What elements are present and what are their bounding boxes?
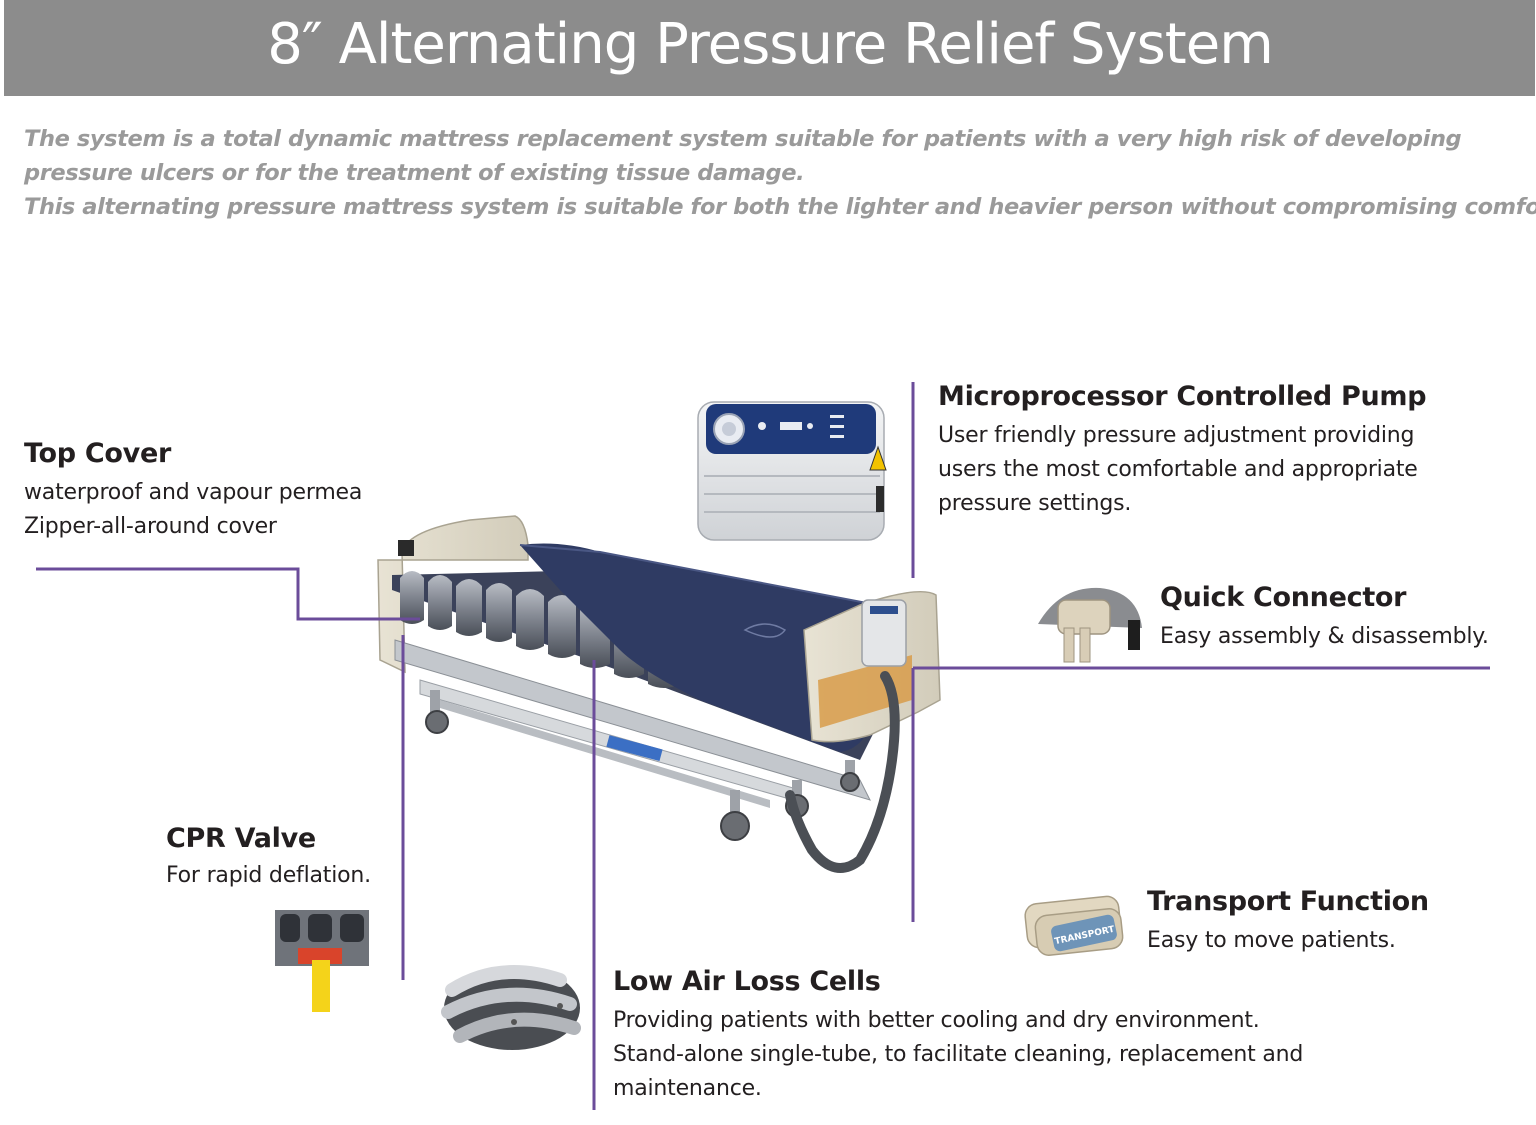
intro-line-1: The system is a total dynamic mattress r…: [24, 126, 1462, 152]
bed-image: [377, 515, 941, 873]
top-cover-line-2: Zipper-all-around cover: [24, 514, 277, 539]
low-air-loss-description: Providing patients with better cooling a…: [613, 1004, 1303, 1106]
cpr-valve-line-1: For rapid deflation.: [166, 863, 371, 888]
cpr-valve-heading: CPR Valve: [166, 823, 316, 854]
transport-description: Easy to move patients.: [1147, 924, 1396, 958]
title-bar: [4, 0, 1535, 96]
transport-image: TRANSPORT: [1024, 895, 1124, 956]
leader-lines: [36, 382, 1490, 1110]
pump-line-3: pressure settings.: [938, 491, 1132, 516]
intro-line-2: pressure ulcers or for the treatment of …: [24, 160, 805, 186]
transport-line-1: Easy to move patients.: [1147, 928, 1396, 953]
top-cover-description: waterproof and vapour permea Zipper-all-…: [24, 476, 362, 544]
transport-heading: Transport Function: [1147, 886, 1429, 917]
top-cover-leader: [36, 567, 420, 621]
quick-connector-line-1: Easy assembly & disassembly.: [1160, 624, 1489, 649]
pump-heading: Microprocessor Controlled Pump: [938, 381, 1427, 412]
cpr-valve-image: [275, 910, 369, 1012]
quick-connector-image: [1038, 587, 1142, 663]
low-air-loss-image: [441, 965, 581, 1050]
pump-line-2: users the most comfortable and appropria…: [938, 457, 1418, 482]
pump-description: User friendly pressure adjustment provid…: [938, 419, 1418, 521]
intro-line-3: This alternating pressure mattress syste…: [24, 194, 1536, 220]
quick-connector-description: Easy assembly & disassembly.: [1160, 620, 1489, 654]
low-air-loss-heading: Low Air Loss Cells: [613, 966, 881, 997]
cpr-valve-description: For rapid deflation.: [166, 859, 371, 893]
top-cover-heading: Top Cover: [24, 438, 171, 469]
top-cover-line-1: waterproof and vapour permea: [24, 480, 363, 505]
low-air-loss-line-2: Stand-alone single-tube, to facilitate c…: [613, 1042, 1304, 1067]
page-title: 8″ Alternating Pressure Relief System: [267, 12, 1274, 77]
pump-line-1: User friendly pressure adjustment provid…: [938, 423, 1415, 448]
low-air-loss-line-3: maintenance.: [613, 1076, 762, 1101]
quick-connector-heading: Quick Connector: [1160, 582, 1407, 613]
pump-image: [697, 401, 887, 541]
intro-paragraph: The system is a total dynamic mattress r…: [24, 122, 1536, 224]
low-air-loss-line-1: Providing patients with better cooling a…: [613, 1008, 1260, 1033]
